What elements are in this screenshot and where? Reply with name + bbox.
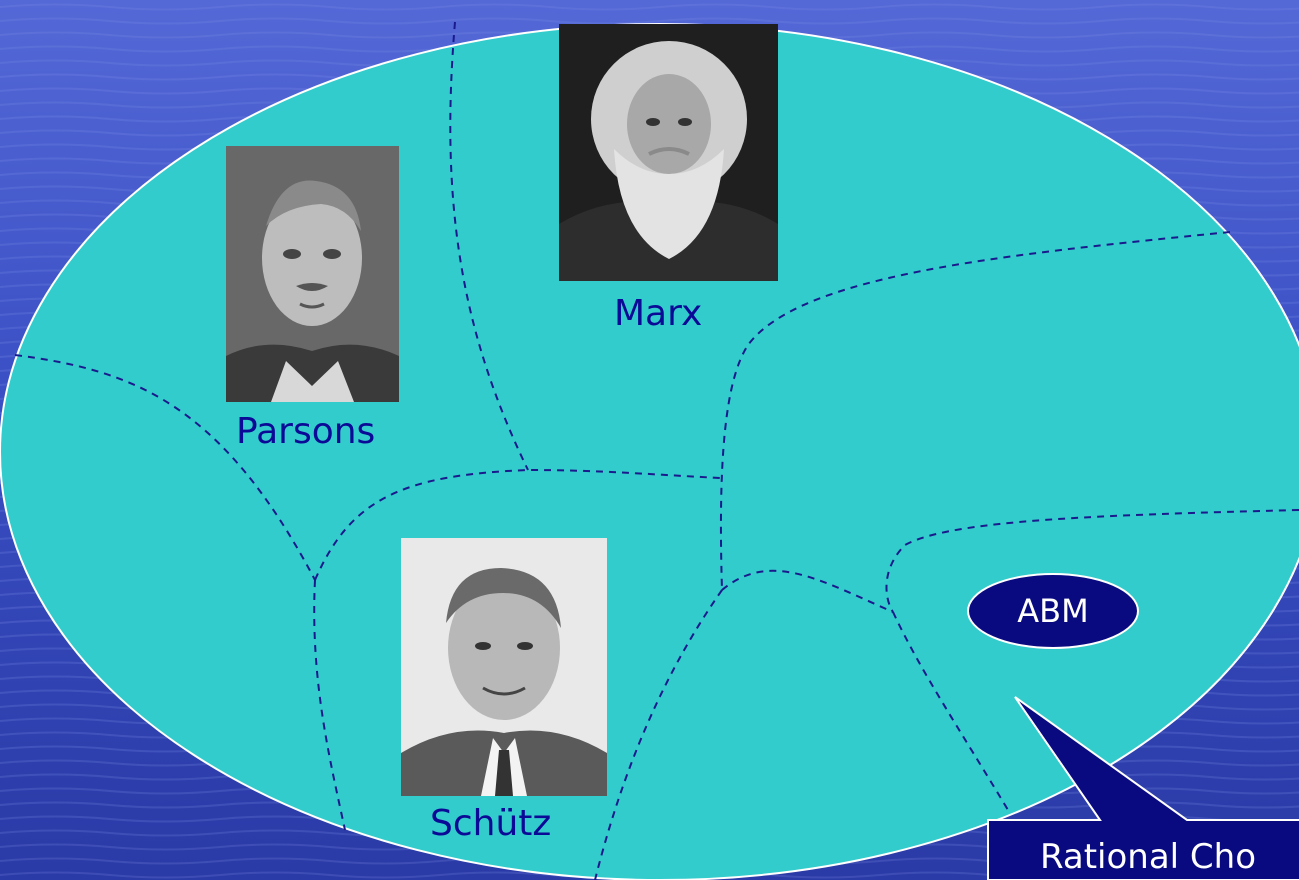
abm-node: [967, 573, 1139, 649]
rational-choice-callout: [987, 696, 1299, 880]
abm-label: ABM: [1017, 592, 1089, 630]
parsons-label: Parsons: [236, 411, 376, 452]
boundary-middle-south: [721, 569, 894, 613]
boundary-schutz-east: [594, 589, 723, 880]
parsons-portrait: [226, 146, 399, 402]
schutz-label: Schütz: [430, 803, 552, 844]
boundary-center-top: [314, 468, 721, 581]
marx-portrait: [559, 24, 778, 281]
portrait-photo-icon: [401, 538, 607, 796]
boundary-parsons-marx: [449, 21, 529, 471]
boundary-marx-east: [719, 231, 1231, 591]
boundary-parsons-west: [14, 354, 316, 581]
schutz-portrait: [401, 538, 607, 796]
portrait-photo-icon: [226, 146, 399, 402]
boundary-schutz-west: [313, 579, 346, 831]
portrait-photo-icon: [559, 24, 778, 281]
boundary-abm-west: [892, 611, 1009, 811]
rational-choice-label: Rational Cho: [1040, 837, 1257, 877]
region-boundaries: [14, 21, 1299, 880]
marx-label: Marx: [614, 293, 703, 334]
